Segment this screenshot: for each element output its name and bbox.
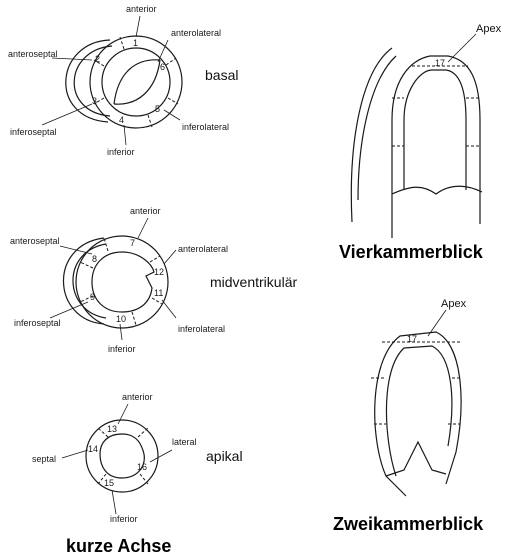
- basal-anteroseptal-label: anteroseptal: [8, 49, 58, 59]
- apical-level-label: apikal: [206, 448, 243, 464]
- basal-inferior-label: inferior: [107, 147, 135, 157]
- segment-15: 15: [104, 478, 114, 488]
- four-chamber-diagram: 17 Apex Vierkammerblick: [339, 23, 502, 262]
- apical-lateral-label: lateral: [172, 437, 197, 447]
- mid-lv-inner: [92, 252, 154, 312]
- four-chamber-segment-17: 17: [435, 58, 445, 68]
- basal-diagram: 1 2 3 4 5 6 anterior anterolateral anter…: [8, 4, 238, 157]
- four-chamber-apex-label: Apex: [476, 23, 502, 35]
- apical-inferior-label: inferior: [110, 514, 138, 524]
- four-chamber-title: Vierkammerblick: [339, 242, 484, 262]
- segment-7: 7: [130, 238, 135, 248]
- two-chamber-outer: [375, 332, 461, 496]
- segment-12: 12: [154, 267, 164, 277]
- two-chamber-diagram: 17 Apex Zweikammerblick: [333, 298, 484, 534]
- basal-anterior-label: anterior: [126, 4, 157, 14]
- segment-6: 6: [160, 62, 165, 72]
- segment-3: 3: [92, 96, 97, 106]
- segment-1: 1: [133, 38, 138, 48]
- mid-rv-outer: [63, 238, 104, 324]
- mid-anterior-label: anterior: [130, 206, 161, 216]
- segment-5: 5: [155, 104, 160, 114]
- segment-10: 10: [116, 314, 126, 324]
- mid-inferoseptal-label: inferoseptal: [14, 318, 61, 328]
- apical-diagram: 13 14 15 16 anterior septal lateral infe…: [32, 392, 243, 524]
- mid-diagram: 7 8 9 10 11 12 anterior anterolateral an…: [10, 206, 297, 354]
- rv-inner-wall: [358, 56, 396, 200]
- mid-level-label: midventrikulär: [210, 274, 297, 290]
- basal-inferoseptal-label: inferoseptal: [10, 127, 57, 137]
- mid-inferior-label: inferior: [108, 344, 136, 354]
- basal-valve-lower: [114, 60, 160, 104]
- basal-rv-outer: [66, 40, 110, 122]
- mid-inferolateral-label: inferolateral: [178, 324, 225, 334]
- basal-level-label: basal: [205, 67, 238, 83]
- segment-4: 4: [119, 115, 124, 125]
- mid-anteroseptal-label: anteroseptal: [10, 236, 60, 246]
- segment-2: 2: [95, 54, 100, 64]
- apical-anterior-label: anterior: [122, 392, 153, 402]
- segment-9: 9: [90, 292, 95, 302]
- mid-anterolateral-label: anterolateral: [178, 244, 228, 254]
- two-chamber-title: Zweikammerblick: [333, 514, 484, 534]
- two-chamber-inner: [386, 346, 451, 476]
- segment-13: 13: [107, 424, 117, 434]
- short-axis-title: kurze Achse: [66, 536, 171, 556]
- basal-anterolateral-label: anterolateral: [171, 28, 221, 38]
- mid-rv-inner: [73, 244, 106, 318]
- two-chamber-segment-17: 17: [407, 334, 417, 344]
- apical-septal-label: septal: [32, 454, 56, 464]
- lv-outer-wall: [392, 56, 480, 238]
- basal-lv-outer: [90, 36, 182, 128]
- segment-11: 11: [154, 288, 163, 298]
- segment-16: 16: [137, 462, 147, 472]
- valve-line: [392, 186, 482, 194]
- apical-outer: [86, 420, 158, 492]
- lv-inner-wall: [404, 70, 466, 190]
- basal-inferolateral-label: inferolateral: [182, 122, 229, 132]
- segment-14: 14: [88, 444, 98, 454]
- two-chamber-apex-label: Apex: [441, 298, 467, 310]
- segment-8: 8: [92, 254, 97, 264]
